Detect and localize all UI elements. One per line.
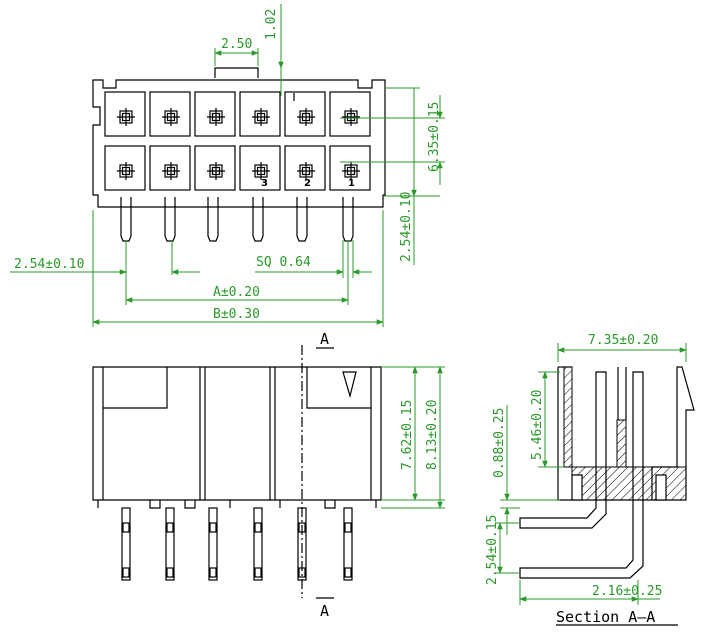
cavity — [239, 91, 281, 137]
cavity — [329, 91, 371, 137]
dim-pin-sq: SQ 0.64 — [256, 255, 311, 270]
front-dimensions: 7.62±0.15 8.13±0.20 — [381, 366, 445, 509]
dim-top-pitch: 2.50 — [221, 37, 252, 52]
front-pin — [208, 507, 218, 581]
front-pin — [343, 507, 353, 581]
top-view: 3 2 1 — [92, 67, 386, 242]
dim-pin-length: 2.54±0.10 — [399, 192, 414, 262]
pin — [207, 197, 219, 242]
pin — [252, 197, 264, 242]
cavity-grid — [104, 91, 371, 191]
top-dimensions: 2.50 1.02 6.35±0.15 2.54±0.10 2.54±0.10 … — [10, 4, 445, 327]
cavity — [194, 145, 236, 191]
cavity — [104, 145, 146, 191]
section-view — [519, 366, 695, 579]
cavity — [149, 145, 191, 191]
pin — [164, 197, 176, 242]
front-pin — [253, 507, 263, 581]
section-title: Section A—A — [556, 608, 655, 626]
cavity — [149, 91, 191, 137]
front-pin — [121, 507, 131, 581]
dim-front-h1: 7.62±0.15 — [400, 400, 415, 470]
section-mark-bottom: A — [320, 602, 329, 620]
dim-sec-pitch: 2.54±0.15 — [485, 515, 500, 585]
cavity — [239, 145, 281, 191]
front-view: A A — [92, 330, 382, 620]
dim-sec-h2: 0.88±0.25 — [492, 408, 507, 478]
cavity — [329, 145, 371, 191]
cavity — [104, 91, 146, 137]
dim-sec-pin: 2.16±0.25 — [592, 584, 662, 599]
cavity — [284, 145, 326, 191]
dim-sec-width: 7.35±0.20 — [588, 333, 658, 348]
pin-2-label: 2 — [304, 178, 311, 189]
dim-a: A±0.20 — [213, 285, 260, 300]
pin — [296, 197, 308, 242]
front-pin — [165, 507, 175, 581]
dim-front-h2: 8.13±0.20 — [425, 400, 440, 470]
top-pins — [120, 197, 354, 242]
front-pins — [121, 507, 353, 581]
pin-3-label: 3 — [261, 178, 268, 189]
dim-b: B±0.30 — [213, 307, 260, 322]
section-mark-top: A — [320, 330, 329, 348]
pin — [342, 197, 354, 242]
dim-row-height: 6.35±0.15 — [427, 102, 442, 172]
dim-sec-h1: 5.46±0.20 — [530, 390, 545, 460]
pin — [120, 197, 132, 242]
cavity — [284, 91, 326, 137]
cavity — [194, 91, 236, 137]
section-dimensions: 7.35±0.20 5.46±0.20 0.88±0.25 2.54±0.15 … — [485, 333, 687, 626]
dim-pitch-left: 2.54±0.10 — [14, 257, 84, 272]
dim-top-offset: 1.02 — [264, 9, 279, 40]
pin-1-label: 1 — [348, 178, 355, 189]
